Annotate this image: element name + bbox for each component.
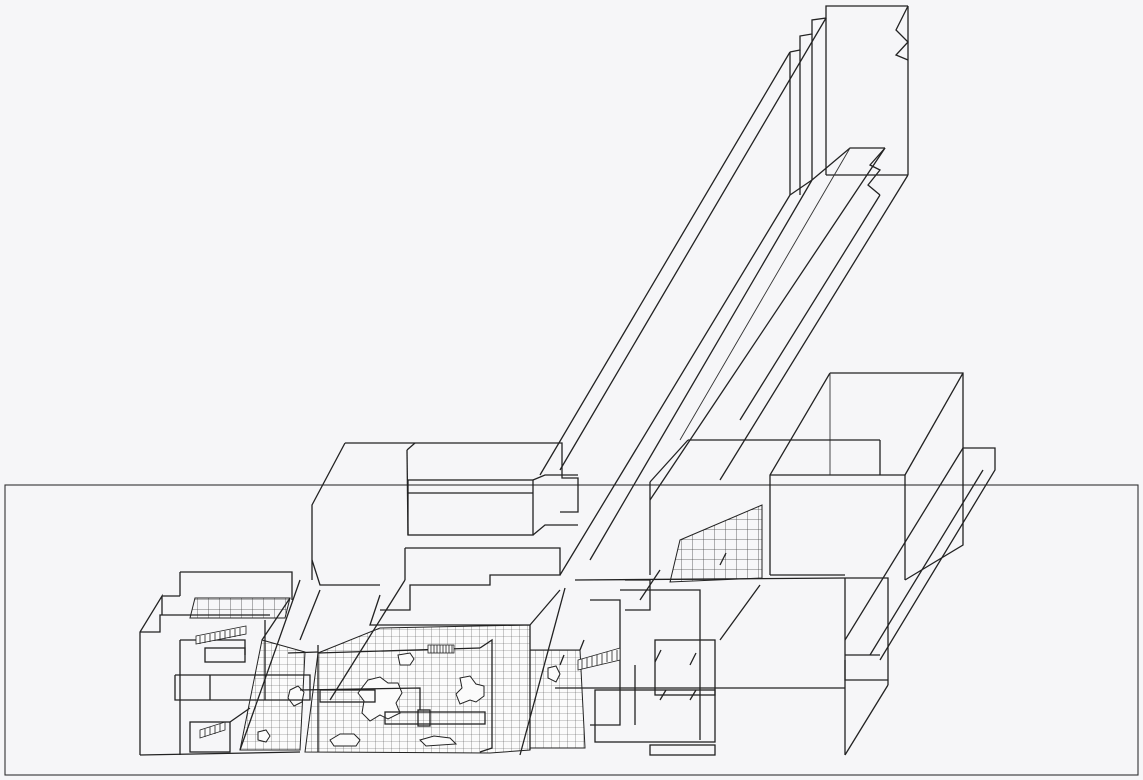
courtyard-grid	[239, 624, 586, 754]
stair-left	[195, 625, 247, 645]
columns	[559, 552, 727, 701]
ground-frame	[4, 484, 1139, 776]
stair-center	[427, 644, 455, 654]
stairs	[195, 625, 621, 739]
right-block	[519, 372, 996, 756]
left-wing	[139, 571, 321, 756]
diagonal-tower-arm	[539, 5, 909, 576]
central-block	[287, 442, 579, 753]
right-grid-panels	[189, 504, 763, 619]
stair-right	[577, 647, 621, 671]
stair-lower-left	[199, 721, 226, 739]
